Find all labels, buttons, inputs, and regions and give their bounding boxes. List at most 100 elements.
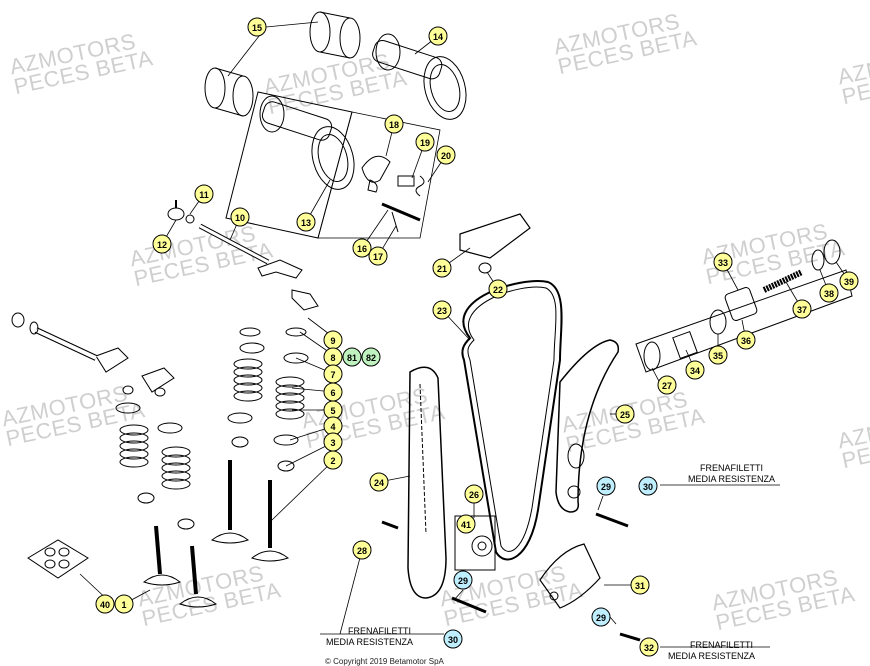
svg-text:11: 11 <box>199 190 209 200</box>
callout-9: 9 <box>323 330 343 350</box>
valve-spring-intake <box>273 327 309 472</box>
valve-keepers <box>27 539 89 579</box>
svg-text:1: 1 <box>121 600 126 610</box>
callout-38: 38 <box>819 283 839 303</box>
camshaft-exhaust <box>372 33 467 120</box>
svg-text:3: 3 <box>330 438 335 448</box>
callout-17: 17 <box>368 246 388 266</box>
callout-26: 26 <box>464 484 484 504</box>
callout-32: 32 <box>639 637 659 657</box>
svg-text:39: 39 <box>844 277 854 287</box>
rocker-shaft <box>167 200 270 265</box>
callout-39: 39 <box>839 271 859 291</box>
callout-20: 20 <box>436 145 456 165</box>
camshaft-group-outline <box>225 91 441 239</box>
svg-text:30: 30 <box>448 635 458 645</box>
callout-23: 23 <box>432 300 452 320</box>
callout-24: 24 <box>369 472 389 492</box>
svg-text:7: 7 <box>330 370 335 380</box>
callout-16: 16 <box>352 238 372 258</box>
callout-15: 15 <box>247 17 267 37</box>
callout-14: 14 <box>428 26 448 46</box>
callout-29: 29 <box>453 570 473 590</box>
leader-lines <box>79 21 850 648</box>
svg-text:32: 32 <box>644 643 654 653</box>
svg-text:30: 30 <box>643 482 653 492</box>
callout-35: 35 <box>708 345 728 365</box>
svg-text:17: 17 <box>373 252 383 262</box>
callout-3: 3 <box>323 432 343 452</box>
svg-text:9: 9 <box>330 336 335 346</box>
callout-30: 30 <box>638 476 658 496</box>
valve-spring-exhaust <box>115 385 155 504</box>
svg-text:15: 15 <box>252 23 262 33</box>
callout-36: 36 <box>736 330 756 350</box>
decompressor-assembly <box>361 155 425 233</box>
guide-bracket <box>459 213 531 274</box>
callout-34: 34 <box>685 360 705 380</box>
svg-text:31: 31 <box>635 581 645 591</box>
svg-text:2: 2 <box>330 456 335 466</box>
callout-31: 31 <box>630 575 650 595</box>
svg-text:12: 12 <box>157 240 167 250</box>
svg-text:24: 24 <box>374 478 384 488</box>
callout-10: 10 <box>230 207 250 227</box>
svg-text:27: 27 <box>662 381 672 391</box>
svg-text:37: 37 <box>797 305 807 315</box>
camshaft-bearing <box>204 11 361 117</box>
callout-2: 2 <box>323 450 343 470</box>
callout-41: 41 <box>456 514 476 534</box>
svg-text:25: 25 <box>620 410 630 420</box>
svg-text:29: 29 <box>458 576 468 586</box>
callout-25: 25 <box>615 404 635 424</box>
callout-27: 27 <box>657 375 677 395</box>
svg-text:40: 40 <box>100 600 110 610</box>
svg-text:14: 14 <box>433 32 443 42</box>
svg-text:26: 26 <box>469 490 479 500</box>
callout-11: 11 <box>194 184 214 204</box>
svg-text:34: 34 <box>690 366 700 376</box>
svg-text:8: 8 <box>330 353 335 363</box>
callout-81: 81 <box>342 347 362 367</box>
callout-6: 6 <box>323 382 343 402</box>
svg-text:29: 29 <box>596 613 606 623</box>
svg-text:38: 38 <box>824 289 834 299</box>
bolt <box>381 512 641 642</box>
svg-text:29: 29 <box>601 482 611 492</box>
svg-text:35: 35 <box>713 351 723 361</box>
callout-30: 30 <box>443 629 463 649</box>
svg-text:4: 4 <box>330 422 335 432</box>
callout-33: 33 <box>713 252 733 272</box>
valve-spring-intake <box>227 327 265 448</box>
callout-8: 8 <box>323 347 343 367</box>
svg-text:36: 36 <box>741 336 751 346</box>
callout-28: 28 <box>352 540 372 560</box>
svg-text:18: 18 <box>389 120 399 130</box>
callout-18: 18 <box>384 114 404 134</box>
svg-text:23: 23 <box>437 306 447 316</box>
callout-40: 40 <box>95 594 115 614</box>
callout-12: 12 <box>152 234 172 254</box>
callout-7: 7 <box>323 364 343 384</box>
svg-text:41: 41 <box>461 520 471 530</box>
callout-1: 1 <box>114 594 134 614</box>
callout-13: 13 <box>296 212 316 232</box>
chain-tensioner-slider <box>555 339 620 513</box>
callout-29: 29 <box>591 607 611 627</box>
callout-82: 82 <box>361 347 381 367</box>
callout-29: 29 <box>596 476 616 496</box>
copyright-footer: © Copyright 2019 Betamotor SpA <box>325 657 444 666</box>
chain-pivot <box>454 515 496 571</box>
svg-text:81: 81 <box>347 353 357 363</box>
valve <box>142 460 290 608</box>
chain-tensioner <box>635 239 853 373</box>
callout-37: 37 <box>792 299 812 319</box>
svg-text:22: 22 <box>493 285 503 295</box>
callout-5: 5 <box>323 400 343 420</box>
svg-text:82: 82 <box>366 353 376 363</box>
tensioner-bracket <box>539 543 601 609</box>
